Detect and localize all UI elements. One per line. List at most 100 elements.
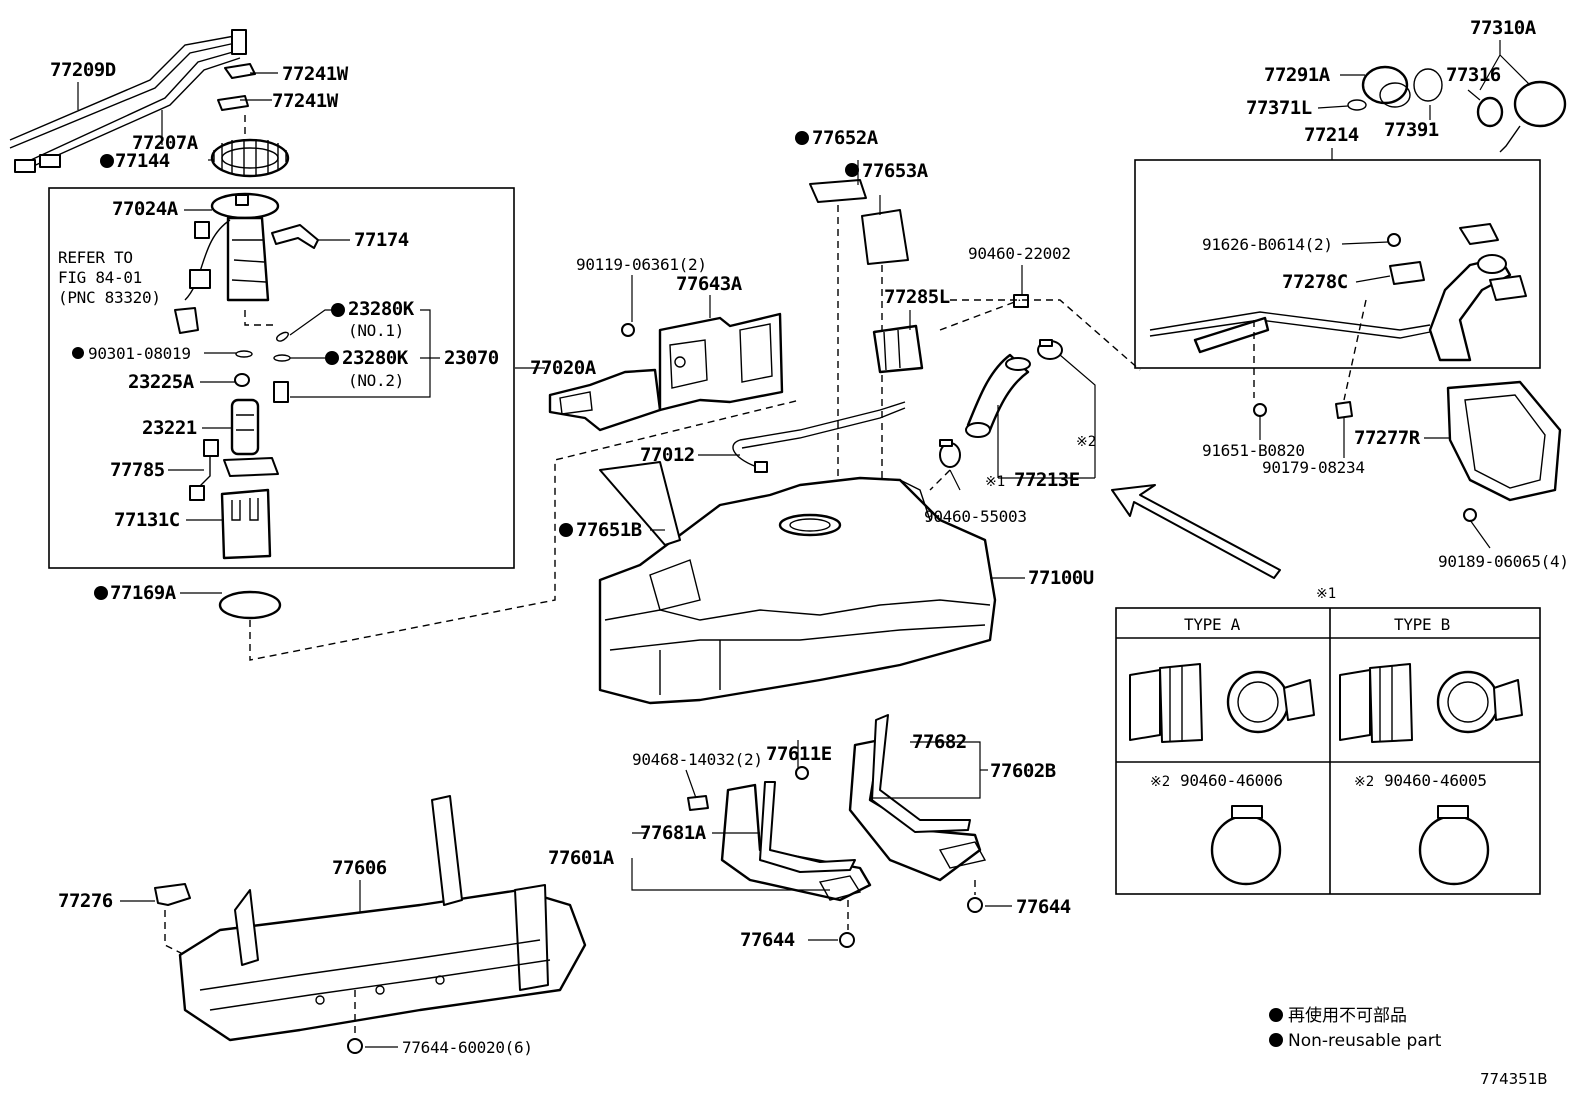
- gasket-77371L: [1347, 99, 1367, 111]
- label-77785: 77785: [110, 459, 165, 481]
- label-77241W-b: 77241W: [272, 90, 339, 112]
- bracket-77278C: [1389, 261, 1425, 285]
- bracket-77291A: [1361, 65, 1409, 105]
- label-77643A: 77643A: [676, 273, 743, 295]
- label-77285L: 77285L: [884, 286, 950, 308]
- label-mark2-c: ※2: [1354, 774, 1374, 790]
- label-77644-left: 77644: [740, 929, 795, 951]
- bolt-77611E: [795, 766, 809, 780]
- o-ring-90301: [235, 350, 253, 358]
- label-77653A: 77653A: [862, 160, 929, 182]
- cover-b: [1489, 275, 1527, 301]
- refer-note-line2: FIG 84-01: [58, 268, 142, 287]
- label-77644-60020: 77644-60020(6): [402, 1038, 533, 1057]
- label-77169A: 77169A: [110, 582, 177, 604]
- label-77024A: 77024A: [112, 198, 179, 220]
- fuel-pump-23221: [223, 398, 279, 477]
- fuel-tank-77100U: [598, 476, 997, 705]
- refer-note-line3: (PNC 83320): [58, 288, 161, 307]
- bolt-91626: [1387, 233, 1401, 247]
- protector-77020A: [548, 368, 662, 432]
- label-77144: 77144: [115, 150, 170, 172]
- label-77682: 77682: [912, 731, 967, 753]
- protector-77606: [178, 795, 587, 1042]
- label-90301-08019: 90301-08019: [88, 344, 191, 363]
- label-77606: 77606: [332, 857, 387, 879]
- label-91626-B0614: 91626-B0614(2): [1202, 235, 1333, 254]
- hose-77213E: [965, 353, 1031, 438]
- label-77310A: 77310A: [1470, 17, 1537, 39]
- leader-lines: [77, 40, 1531, 1048]
- label-77391: 77391: [1384, 119, 1439, 141]
- pad-77652A: [809, 179, 867, 203]
- label-no2: (NO.2): [348, 371, 404, 390]
- label-77100U: 77100U: [1028, 567, 1094, 589]
- bolt-77644-a: [839, 932, 855, 948]
- nut-90179: [1335, 401, 1353, 419]
- label-77651B: 77651B: [576, 519, 642, 541]
- cushion-23225A: [234, 373, 250, 387]
- label-77681A: 77681A: [640, 822, 707, 844]
- pump-assembly-group-box: [48, 187, 515, 569]
- label-77241W-a: 77241W: [282, 63, 349, 85]
- label-77207A: 77207A: [132, 132, 199, 154]
- clamp-upper: [1037, 339, 1063, 360]
- label-90460-46005: 90460-46005: [1384, 771, 1487, 790]
- ring-77391: [1413, 68, 1443, 102]
- label-77277R: 77277R: [1354, 427, 1421, 449]
- label-77602B: 77602B: [990, 760, 1056, 782]
- label-77214: 77214: [1304, 124, 1359, 146]
- label-77020A: 77020A: [530, 357, 597, 379]
- label-mark2-a: ※2: [1076, 434, 1096, 450]
- label-77601A: 77601A: [548, 847, 615, 869]
- bracket-77276: [154, 883, 191, 906]
- cap-assembly: [1347, 65, 1567, 153]
- label-77213E: 77213E: [1014, 469, 1080, 491]
- cap-77310A: [1513, 80, 1567, 128]
- o-ring-23280K-no2: [273, 354, 291, 362]
- label-mark2-b: ※2: [1150, 774, 1170, 790]
- label-type-a: TYPE A: [1184, 615, 1241, 634]
- label-77276: 77276: [58, 890, 113, 912]
- label-77174: 77174: [354, 229, 409, 251]
- label-90460-46006: 90460-46006: [1180, 771, 1283, 790]
- label-90460-22002: 90460-22002: [968, 244, 1071, 263]
- tube-77012: [732, 401, 906, 473]
- screw-90189: [1463, 508, 1477, 522]
- regulator: [273, 381, 289, 403]
- filter-77131C: [220, 488, 272, 560]
- wire-harness-77785: [189, 439, 219, 501]
- label-90179-08234: 90179-08234: [1262, 458, 1365, 477]
- label-77652A: 77652A: [812, 127, 879, 149]
- label-23225A: 23225A: [128, 371, 195, 393]
- diagram-code: 774351B: [1480, 1070, 1548, 1088]
- filler-pipe-group-box: [1134, 159, 1541, 369]
- label-90460-55003: 90460-55003: [924, 507, 1027, 526]
- legend-en: Non-reusable part: [1288, 1031, 1442, 1051]
- protector-77643A: [658, 312, 784, 412]
- cushion-77285L: [872, 324, 924, 374]
- clip-77241W-b: [217, 95, 249, 111]
- label-77131C: 77131C: [114, 509, 180, 531]
- bracket-77174: [271, 224, 319, 249]
- gasket-77169A: [218, 590, 282, 620]
- label-90189-06065: 90189-06065(4): [1438, 552, 1569, 571]
- bolt-77644-b: [967, 897, 983, 913]
- label-77012: 77012: [640, 444, 695, 466]
- direction-arrow: [1111, 484, 1281, 579]
- o-ring-23280K-no1: [276, 331, 289, 342]
- fuel-tube-77209D: [9, 29, 247, 173]
- cover-a: [1459, 223, 1499, 245]
- label-77644-right: 77644: [1016, 896, 1071, 918]
- housing-77277R: [1446, 380, 1562, 502]
- gasket-77316: [1476, 96, 1504, 128]
- label-77611E: 77611E: [766, 743, 832, 765]
- label-23221: 23221: [142, 417, 197, 439]
- fuel-pump-module: [174, 192, 280, 334]
- label-77278C: 77278C: [1282, 271, 1348, 293]
- band-77602B: [848, 714, 987, 882]
- clamp-90460-55003: [939, 439, 961, 468]
- label-90468-14032: 90468-14032(2): [632, 750, 763, 769]
- label-mark1-b: ※1: [1316, 586, 1336, 602]
